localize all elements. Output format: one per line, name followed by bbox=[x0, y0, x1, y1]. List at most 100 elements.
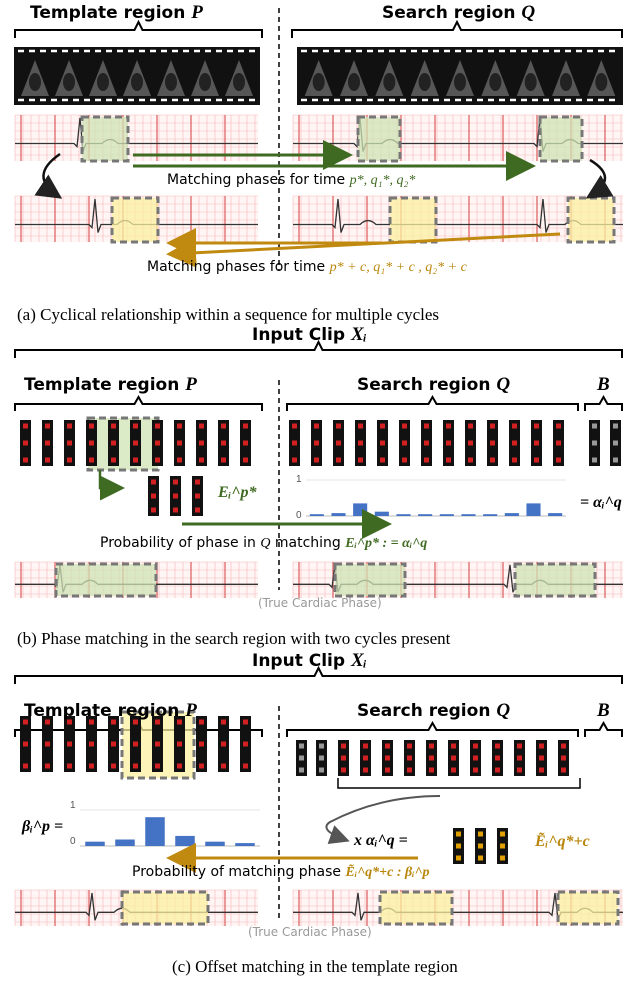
alpha-bar bbox=[331, 513, 346, 516]
token-dot bbox=[446, 457, 451, 463]
caption-c: (c) Offset matching in the template regi… bbox=[172, 957, 458, 976]
token-dot bbox=[199, 423, 204, 429]
token-dot bbox=[446, 423, 451, 429]
multiply-alpha-label: x αᵢ^q = bbox=[354, 832, 408, 849]
token-dot bbox=[111, 423, 116, 429]
token-dot bbox=[155, 741, 160, 747]
token-dot bbox=[407, 767, 412, 773]
cycle-arrow-left bbox=[34, 152, 63, 199]
token-dot bbox=[111, 763, 116, 769]
token-dot bbox=[451, 743, 456, 749]
beta-label: βᵢ^p = bbox=[22, 818, 64, 835]
echo-chamber bbox=[233, 73, 245, 91]
token-dot bbox=[407, 743, 412, 749]
echo-chamber bbox=[312, 73, 325, 91]
search-subset-bracket bbox=[337, 778, 581, 789]
b-bracket-c bbox=[584, 720, 623, 737]
token-dot bbox=[402, 440, 407, 446]
axis-bottom-b: 0 bbox=[296, 510, 302, 521]
input-clip-bracket-c bbox=[14, 665, 623, 684]
token-dot bbox=[177, 440, 182, 446]
token-dot bbox=[561, 743, 566, 749]
true-phase-highlight-b bbox=[333, 562, 407, 598]
token-dot bbox=[23, 741, 28, 747]
alpha-bar bbox=[483, 514, 498, 516]
template-region-label-a: Template region P bbox=[30, 2, 203, 23]
token-dot bbox=[177, 741, 182, 747]
token-dot bbox=[89, 763, 94, 769]
token-dot bbox=[67, 440, 72, 446]
token-dot bbox=[299, 755, 304, 761]
token-dot bbox=[173, 493, 178, 499]
token-dot bbox=[402, 423, 407, 429]
token-dot bbox=[517, 755, 522, 761]
token-dot bbox=[495, 755, 500, 761]
token-dot bbox=[539, 743, 544, 749]
token-dot bbox=[67, 423, 72, 429]
token-dot bbox=[177, 763, 182, 769]
token-dot bbox=[299, 743, 304, 749]
token-dot bbox=[111, 440, 116, 446]
token-dot bbox=[363, 767, 368, 773]
b-label-c: B bbox=[597, 700, 610, 721]
token-dot bbox=[45, 457, 50, 463]
token-dot bbox=[243, 719, 248, 725]
token-dot bbox=[173, 479, 178, 485]
token-dot bbox=[111, 741, 116, 747]
token-dot bbox=[451, 767, 456, 773]
token-dot bbox=[221, 423, 226, 429]
extract-arrow-b bbox=[98, 470, 125, 501]
token-dot bbox=[292, 440, 297, 446]
echo-chamber bbox=[560, 73, 572, 91]
token-dot bbox=[500, 831, 505, 837]
token-dot bbox=[556, 457, 561, 463]
token-dot bbox=[456, 843, 461, 849]
token-dot bbox=[495, 743, 500, 749]
token-dot bbox=[512, 457, 517, 463]
alpha-bar bbox=[396, 514, 411, 516]
true-phase-highlight-c bbox=[378, 890, 454, 926]
token-dot bbox=[177, 457, 182, 463]
template-bracket-a bbox=[14, 19, 263, 38]
token-dot bbox=[45, 741, 50, 747]
gold-arrow-bottom bbox=[166, 232, 561, 268]
highlight-search2-yellow bbox=[566, 196, 616, 244]
token-dot bbox=[490, 423, 495, 429]
token-dot bbox=[451, 755, 456, 761]
token-dot bbox=[380, 423, 385, 429]
token-dot bbox=[67, 457, 72, 463]
token-dot bbox=[319, 767, 324, 773]
token-dot bbox=[67, 763, 72, 769]
probability-text-b: Probability of phase in Q matching Eᵢ^p*… bbox=[100, 535, 428, 551]
token-dot bbox=[89, 741, 94, 747]
token-dot bbox=[199, 457, 204, 463]
token-dot bbox=[111, 719, 116, 725]
token-dot bbox=[613, 440, 618, 446]
token-dot bbox=[478, 831, 483, 837]
axis-bottom-c: 0 bbox=[70, 836, 76, 847]
true-phase-highlight-c bbox=[556, 890, 620, 926]
search-bracket-a bbox=[291, 19, 623, 38]
token-dot bbox=[534, 440, 539, 446]
token-dot bbox=[341, 767, 346, 773]
token-dot bbox=[613, 457, 618, 463]
token-dot bbox=[221, 457, 226, 463]
true-cardiac-phase-c: (True Cardiac Phase) bbox=[248, 925, 372, 939]
token-dot bbox=[319, 743, 324, 749]
echo-chamber bbox=[165, 73, 177, 91]
highlight-template-yellow bbox=[110, 196, 160, 244]
token-dot bbox=[45, 423, 50, 429]
token-dot bbox=[199, 440, 204, 446]
echo-chamber bbox=[97, 73, 109, 91]
token-dot bbox=[512, 423, 517, 429]
token-dot bbox=[534, 457, 539, 463]
token-dot bbox=[133, 741, 138, 747]
token-dot bbox=[534, 423, 539, 429]
token-dot bbox=[456, 855, 461, 861]
token-dot bbox=[314, 440, 319, 446]
beta-bar bbox=[145, 817, 165, 846]
echo-chamber bbox=[489, 73, 502, 91]
token-dot bbox=[429, 767, 434, 773]
token-dot bbox=[155, 457, 160, 463]
echo-chamber bbox=[418, 73, 431, 91]
